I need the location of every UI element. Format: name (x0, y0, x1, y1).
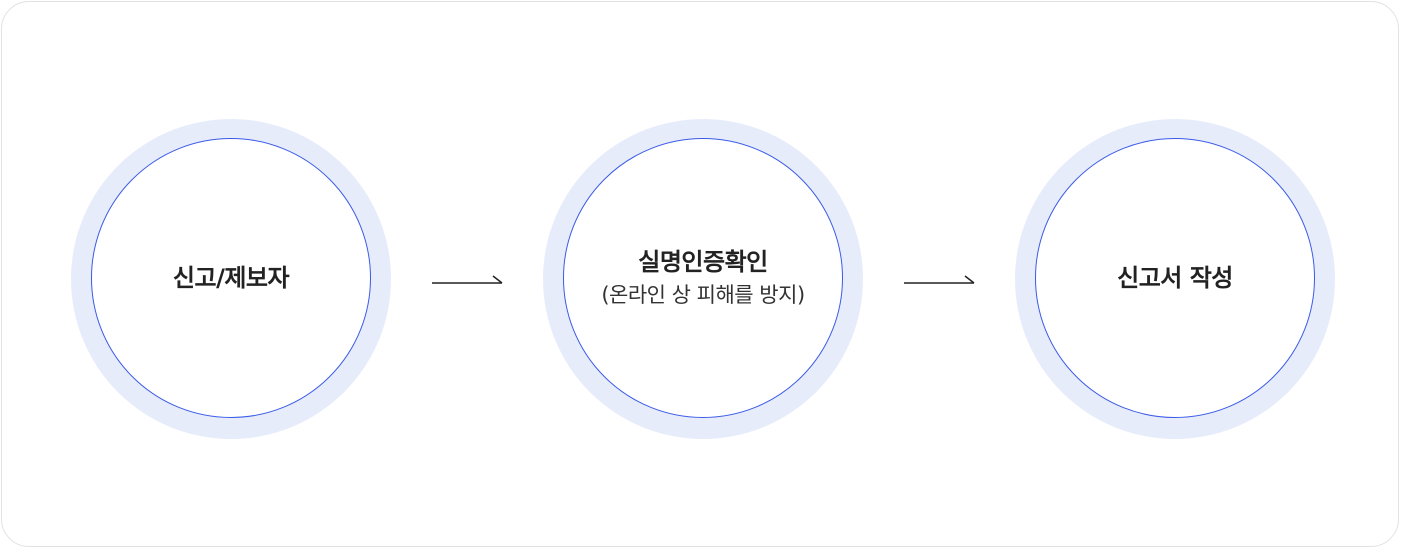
step-1-circle: 신고/제보자 (91, 138, 371, 418)
step-2-subtitle: (온라인 상 피해를 방지) (601, 283, 805, 307)
step-1-title: 신고/제보자 (172, 264, 290, 292)
step-1-ring: 신고/제보자 (71, 119, 391, 439)
step-3-ring: 신고서 작성 (1015, 119, 1335, 439)
step-3-circle: 신고서 작성 (1035, 138, 1315, 418)
step-3-title: 신고서 작성 (1117, 264, 1233, 292)
step-2-ring: 실명인증확인 (온라인 상 피해를 방지) (543, 119, 863, 439)
step-2-circle: 실명인증확인 (온라인 상 피해를 방지) (563, 138, 843, 418)
step-2-title: 실명인증확인 (638, 248, 768, 276)
arrow-right-icon (432, 275, 503, 284)
arrow-right-icon (904, 275, 975, 284)
